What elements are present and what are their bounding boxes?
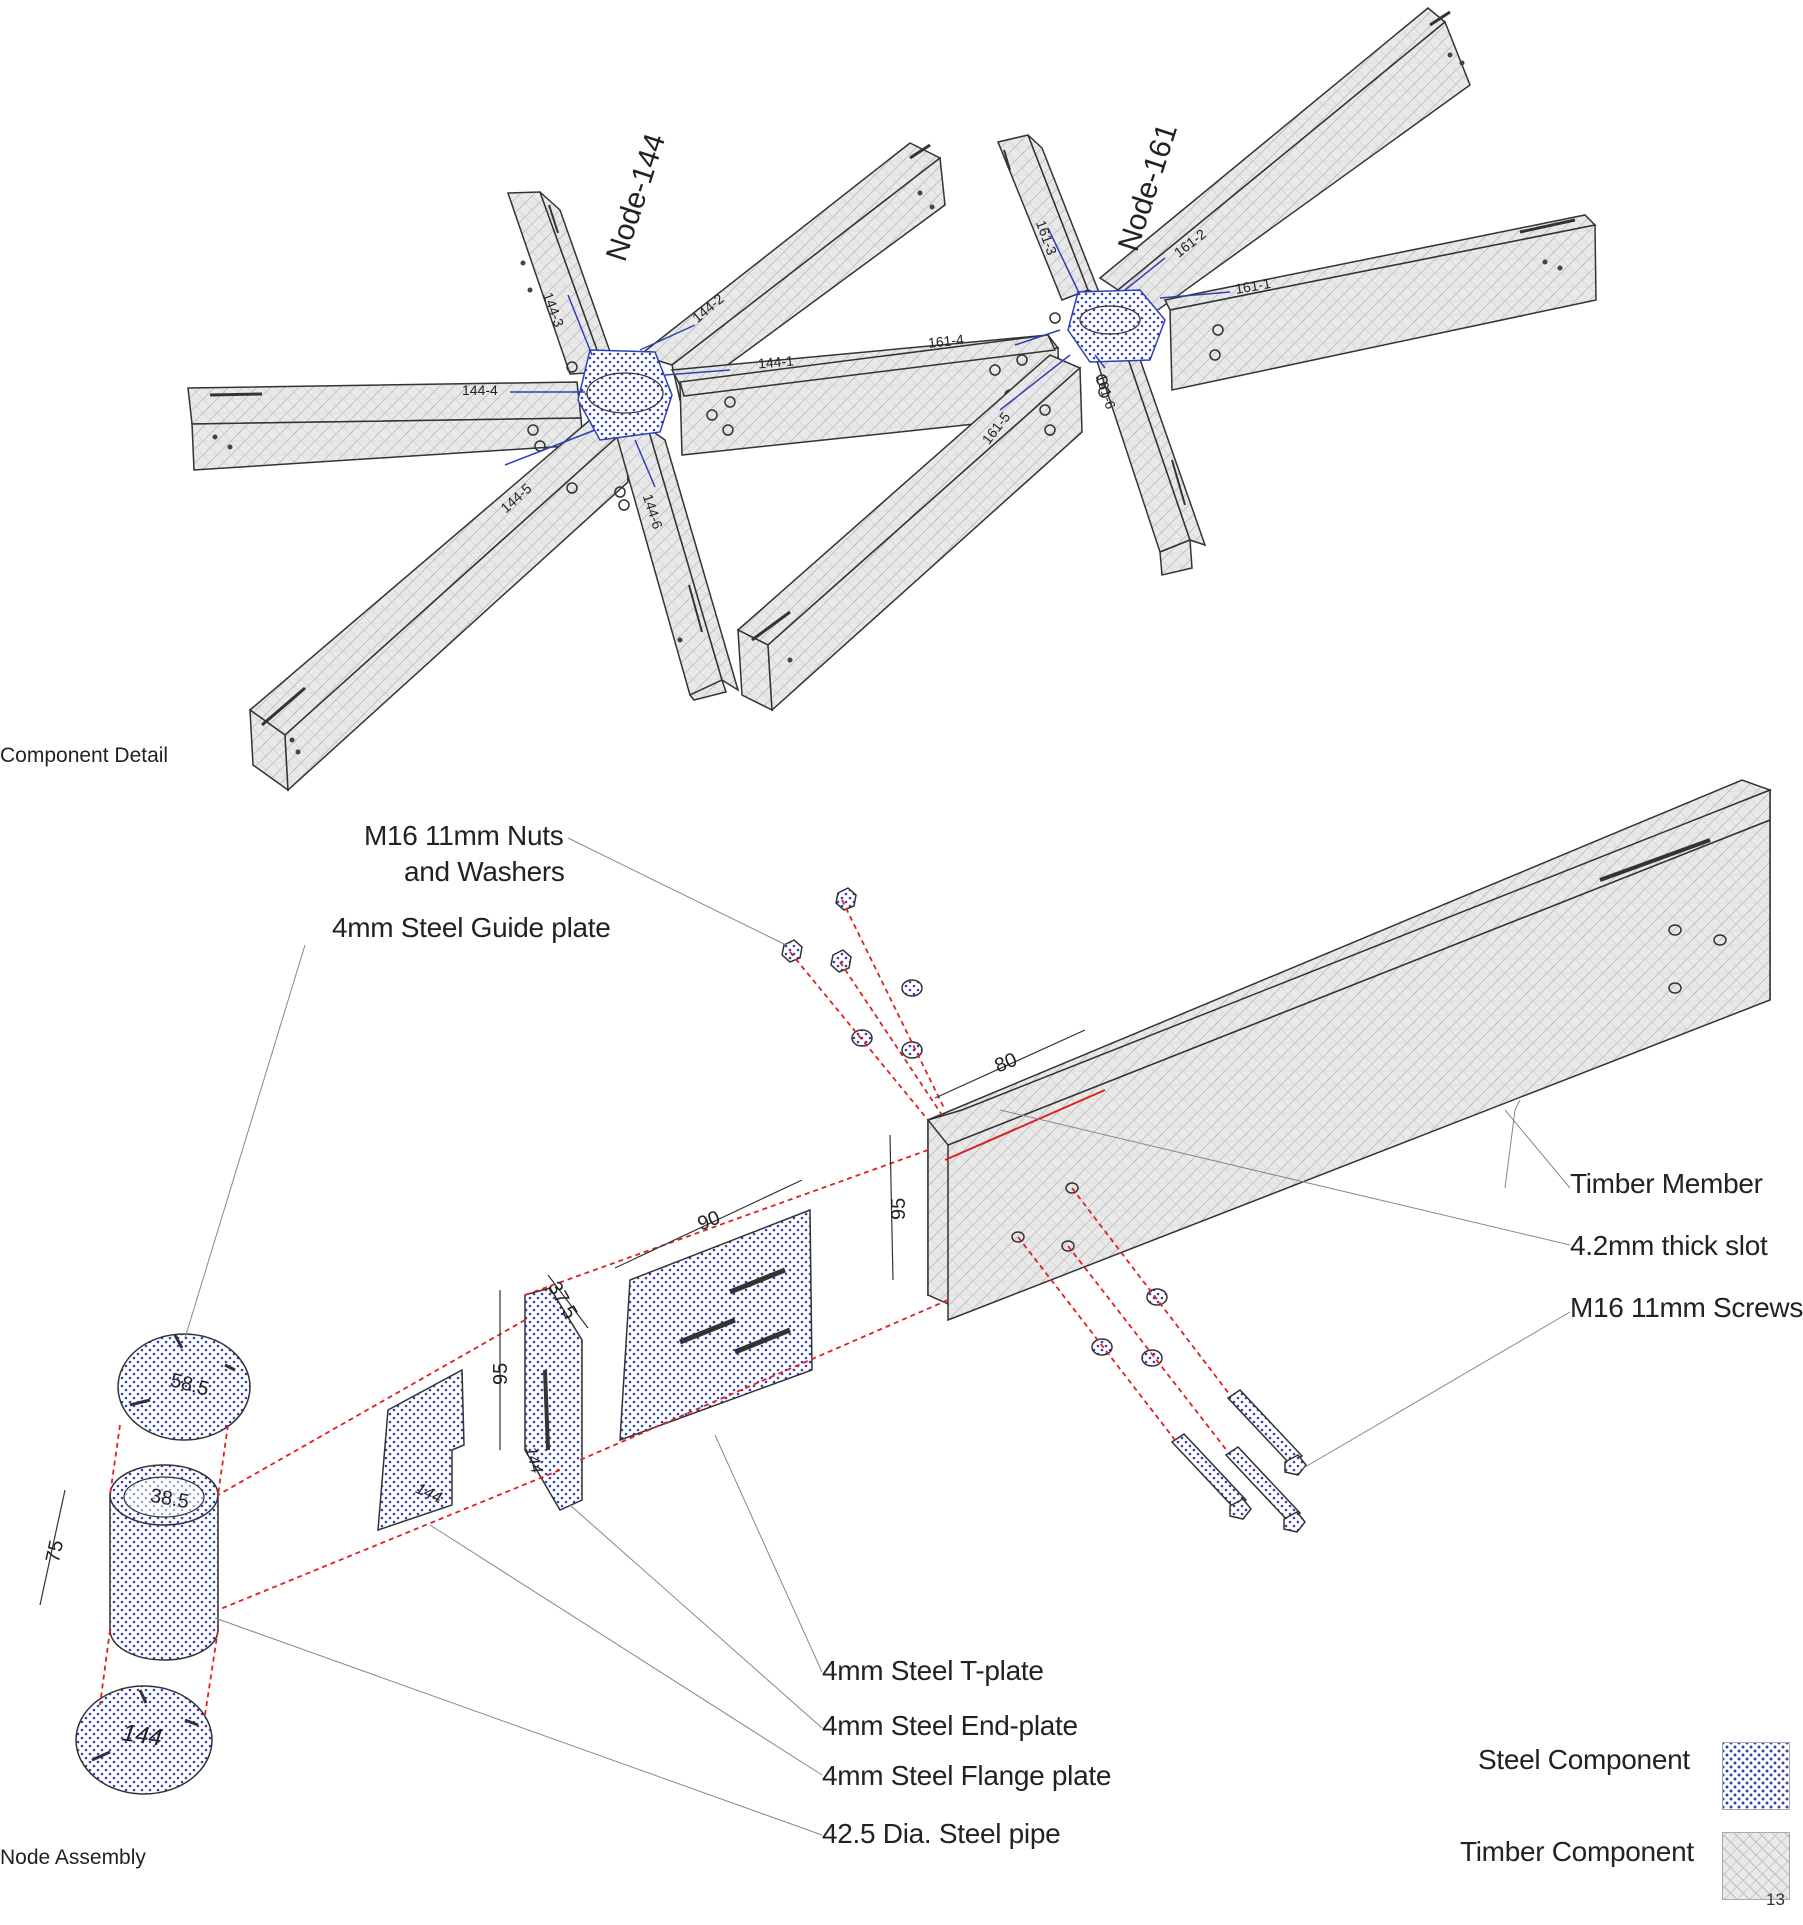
callout-nuts-line2: and Washers: [404, 856, 565, 887]
member-144-4: [187, 381, 584, 471]
nuts-and-washers: [781, 887, 1168, 1367]
member-tag: 144-1: [757, 352, 795, 372]
dimension-lines: [39, 1029, 1086, 1606]
legend-swatch-steel: [1722, 1742, 1790, 1810]
member-tag-leaders: [504, 227, 1231, 488]
section-label-node-assembly: Node Assembly: [0, 1846, 146, 1869]
steel-guide-plate-top: [117, 1333, 251, 1441]
legend-label-timber: Timber Component: [1460, 1836, 1694, 1867]
steel-end-plate: [524, 1287, 583, 1511]
assembly-alignment-lines: [99, 899, 1231, 1716]
callout-flange-plate: 4mm Steel Flange plate: [822, 1760, 1112, 1791]
m16-screws: [1170, 1389, 1307, 1533]
callout-screws: M16 11mm Screws: [1570, 1292, 1803, 1323]
member-144-5: [248, 419, 629, 792]
callout-leaders: [184, 837, 1571, 1836]
steel-t-plate: [619, 1208, 813, 1442]
dim-pipe-height: 75: [42, 1538, 69, 1565]
legend-label-steel: Steel Component: [1478, 1744, 1690, 1775]
member-161-2: [1098, 7, 1471, 332]
steel-flange-plate: [377, 1368, 465, 1532]
steel-pipe: [109, 1464, 219, 1661]
part-mark-guide-plate: 144: [120, 1719, 164, 1752]
node-161-steel-hub: [1049, 289, 1166, 398]
node-144-steel-hub: [527, 349, 673, 511]
callout-guide-plate: 4mm Steel Guide plate: [332, 912, 611, 943]
callout-end-plate: 4mm Steel End-plate: [822, 1710, 1078, 1741]
callout-slot: 4.2mm thick slot: [1570, 1230, 1768, 1261]
member-161-6: [1089, 333, 1207, 576]
member-144-2: [638, 142, 946, 402]
node-161-assembly: [679, 7, 1597, 712]
steel-guide-plate-bottom: [75, 1685, 213, 1795]
page-number: 13: [1766, 1890, 1785, 1909]
dim-end-plate-height: 95: [490, 1362, 512, 1385]
dim-timber-height: 95: [888, 1197, 910, 1220]
member-161-5: [736, 354, 1083, 712]
member-144-6: [614, 426, 740, 701]
callout-timber-member: Timber Member: [1570, 1168, 1763, 1199]
callout-nuts-line1: M16 11mm Nuts: [364, 820, 564, 851]
callout-t-plate: 4mm Steel T-plate: [822, 1655, 1044, 1686]
member-161-3: [996, 134, 1102, 301]
member-tag: 144-4: [462, 382, 498, 398]
section-label-component-detail: Component Detail: [0, 744, 169, 767]
member-161-4: [679, 334, 1057, 401]
member-161-1: [1163, 214, 1597, 391]
legend-swatch-timber: [1722, 1832, 1790, 1900]
timber-member: [926, 779, 1773, 1322]
callout-pipe: 42.5 Dia. Steel pipe: [822, 1818, 1061, 1849]
